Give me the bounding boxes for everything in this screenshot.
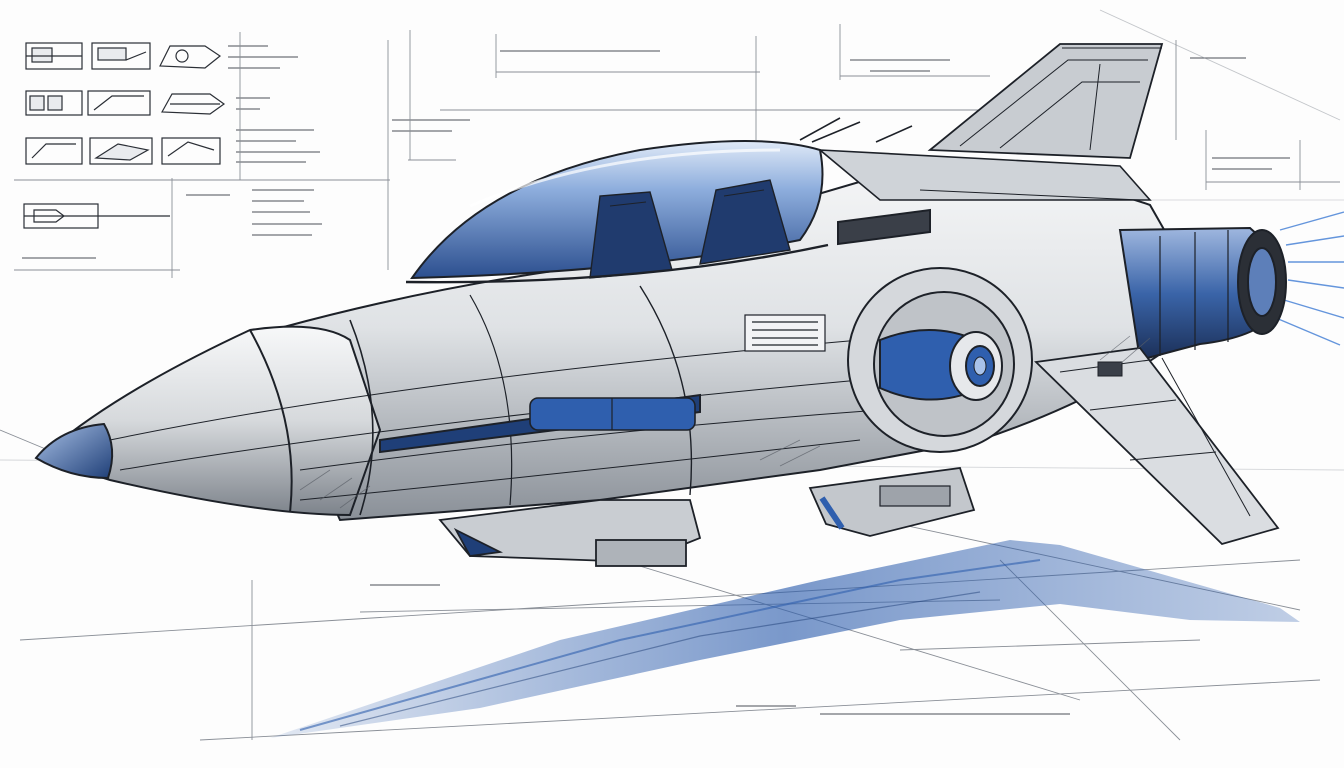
engine-nacelle: [1118, 226, 1287, 362]
shading-hatch: [299, 335, 1151, 509]
ground-shadow: [270, 540, 1300, 738]
exhaust-streaks: [1275, 211, 1344, 346]
tail-fin: [927, 43, 1164, 159]
swept-wing: [1034, 347, 1280, 546]
reference-thumbnails: [23, 42, 226, 229]
belly-pods: [438, 467, 976, 567]
annotation-scribbles: [22, 45, 1290, 715]
antennas: [799, 117, 913, 143]
side-turbine: [847, 267, 1033, 453]
cockpit-canopy: [405, 140, 829, 284]
